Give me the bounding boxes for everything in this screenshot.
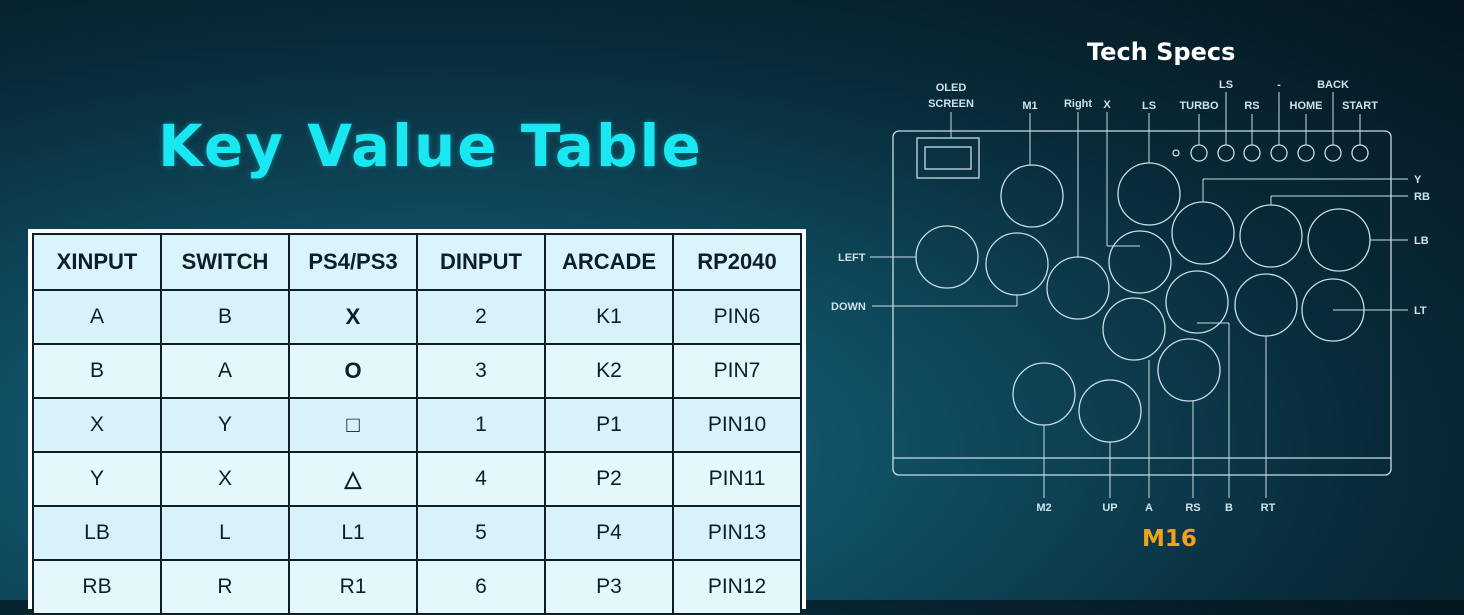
square-symbol: □ xyxy=(288,397,418,453)
ls-small-button xyxy=(1217,144,1235,162)
label-ls: LS xyxy=(1142,100,1156,112)
turbo-button xyxy=(1190,144,1208,162)
b-button xyxy=(1165,270,1229,334)
table-cell: 4 xyxy=(416,451,546,507)
table-cell: PIN13 xyxy=(672,505,802,561)
label-minus: - xyxy=(1277,79,1281,91)
table-cell: L1 xyxy=(288,505,418,561)
table-cell: P4 xyxy=(544,505,674,561)
label-rs-small: RS xyxy=(1244,100,1259,112)
label-a: A xyxy=(1145,502,1153,514)
controller-body xyxy=(892,130,1392,476)
table-cell: B xyxy=(32,343,162,399)
circle-symbol: O xyxy=(288,343,418,399)
col-header-dinput: DINPUT xyxy=(416,233,546,291)
table-cell: PIN11 xyxy=(672,451,802,507)
label-home: HOME xyxy=(1290,100,1323,112)
table-cell: A xyxy=(32,289,162,345)
start-button xyxy=(1351,144,1369,162)
leader-lines xyxy=(870,92,1408,498)
rb-button xyxy=(1239,204,1303,268)
label-m1: M1 xyxy=(1022,100,1037,112)
model-name: M16 xyxy=(1142,526,1197,552)
label-b: B xyxy=(1225,502,1233,514)
table-cell: B xyxy=(160,289,290,345)
table-cell: L xyxy=(160,505,290,561)
label-back: BACK xyxy=(1317,79,1349,91)
table-row: LB L L1 5 P4 PIN13 xyxy=(32,505,802,561)
table-cell: K2 xyxy=(544,343,674,399)
table-cell: PIN7 xyxy=(672,343,802,399)
table-cell: 5 xyxy=(416,505,546,561)
table-cell: Y xyxy=(160,397,290,453)
controller-diagram: OLED SCREEN M1 Right X LS TURBO LS RS - … xyxy=(831,79,1430,514)
table-row: B A O 3 K2 PIN7 xyxy=(32,343,802,399)
a-button xyxy=(1102,297,1166,361)
table-cell: 1 xyxy=(416,397,546,453)
ls-button xyxy=(1117,162,1181,226)
label-y: Y xyxy=(1414,174,1422,186)
x-button xyxy=(1108,230,1172,294)
right-button xyxy=(1046,256,1110,320)
col-header-arcade: ARCADE xyxy=(544,233,674,291)
m2-button xyxy=(1012,362,1076,426)
rs-small-button xyxy=(1243,144,1261,162)
label-lt: LT xyxy=(1414,305,1427,317)
col-header-ps4-ps3: PS4/PS3 xyxy=(288,233,418,291)
label-rb: RB xyxy=(1414,191,1430,203)
table-header-row: XINPUT SWITCH PS4/PS3 DINPUT ARCADE RP20… xyxy=(32,233,802,291)
m1-button xyxy=(1000,164,1064,228)
label-down: DOWN xyxy=(831,301,866,313)
left-button xyxy=(915,225,979,289)
table-cell: A xyxy=(160,343,290,399)
table-cell: Y xyxy=(32,451,162,507)
label-rt: RT xyxy=(1261,502,1276,514)
table-cell: X xyxy=(32,397,162,453)
label-m2: M2 xyxy=(1036,502,1051,514)
rt-button xyxy=(1234,273,1298,337)
led-indicator xyxy=(1172,149,1180,157)
label-oled-line1: OLED xyxy=(936,82,967,94)
minus-button xyxy=(1270,144,1288,162)
label-up: UP xyxy=(1102,502,1117,514)
label-rs: RS xyxy=(1185,502,1200,514)
table-cell: P2 xyxy=(544,451,674,507)
table-cell: PIN10 xyxy=(672,397,802,453)
table-cell: LB xyxy=(32,505,162,561)
col-header-xinput: XINPUT xyxy=(32,233,162,291)
oled-screen-frame xyxy=(916,137,980,179)
label-ls-small: LS xyxy=(1219,79,1233,91)
cross-symbol: X xyxy=(288,289,418,345)
table-cell: 3 xyxy=(416,343,546,399)
lb-button xyxy=(1307,208,1371,272)
table-row: A B X 2 K1 PIN6 xyxy=(32,289,802,345)
table-cell: P1 xyxy=(544,397,674,453)
home-button xyxy=(1297,144,1315,162)
triangle-symbol: △ xyxy=(288,451,418,507)
label-turbo: TURBO xyxy=(1179,100,1219,112)
table-row: Y X △ 4 P2 PIN11 xyxy=(32,451,802,507)
label-x: X xyxy=(1103,99,1111,111)
table-cell: 2 xyxy=(416,289,546,345)
key-value-table: XINPUT SWITCH PS4/PS3 DINPUT ARCADE RP20… xyxy=(28,229,806,615)
col-header-rp2040: RP2040 xyxy=(672,233,802,291)
col-header-switch: SWITCH xyxy=(160,233,290,291)
label-left: LEFT xyxy=(838,252,866,264)
back-button xyxy=(1324,144,1342,162)
table-cell: PIN6 xyxy=(672,289,802,345)
rs-button xyxy=(1157,338,1221,402)
label-oled-line2: SCREEN xyxy=(928,98,974,110)
label-lb: LB xyxy=(1414,235,1429,247)
table-cell: X xyxy=(160,451,290,507)
table-row: X Y □ 1 P1 PIN10 xyxy=(32,397,802,453)
up-button xyxy=(1078,379,1142,443)
y-button xyxy=(1171,201,1235,265)
oled-screen xyxy=(924,146,972,170)
table-cell: K1 xyxy=(544,289,674,345)
label-start: START xyxy=(1342,100,1378,112)
tech-specs-title: Tech Specs xyxy=(1087,38,1236,66)
page-title: Key Value Table xyxy=(158,112,703,180)
down-button xyxy=(985,232,1049,296)
label-right: Right xyxy=(1064,98,1092,110)
